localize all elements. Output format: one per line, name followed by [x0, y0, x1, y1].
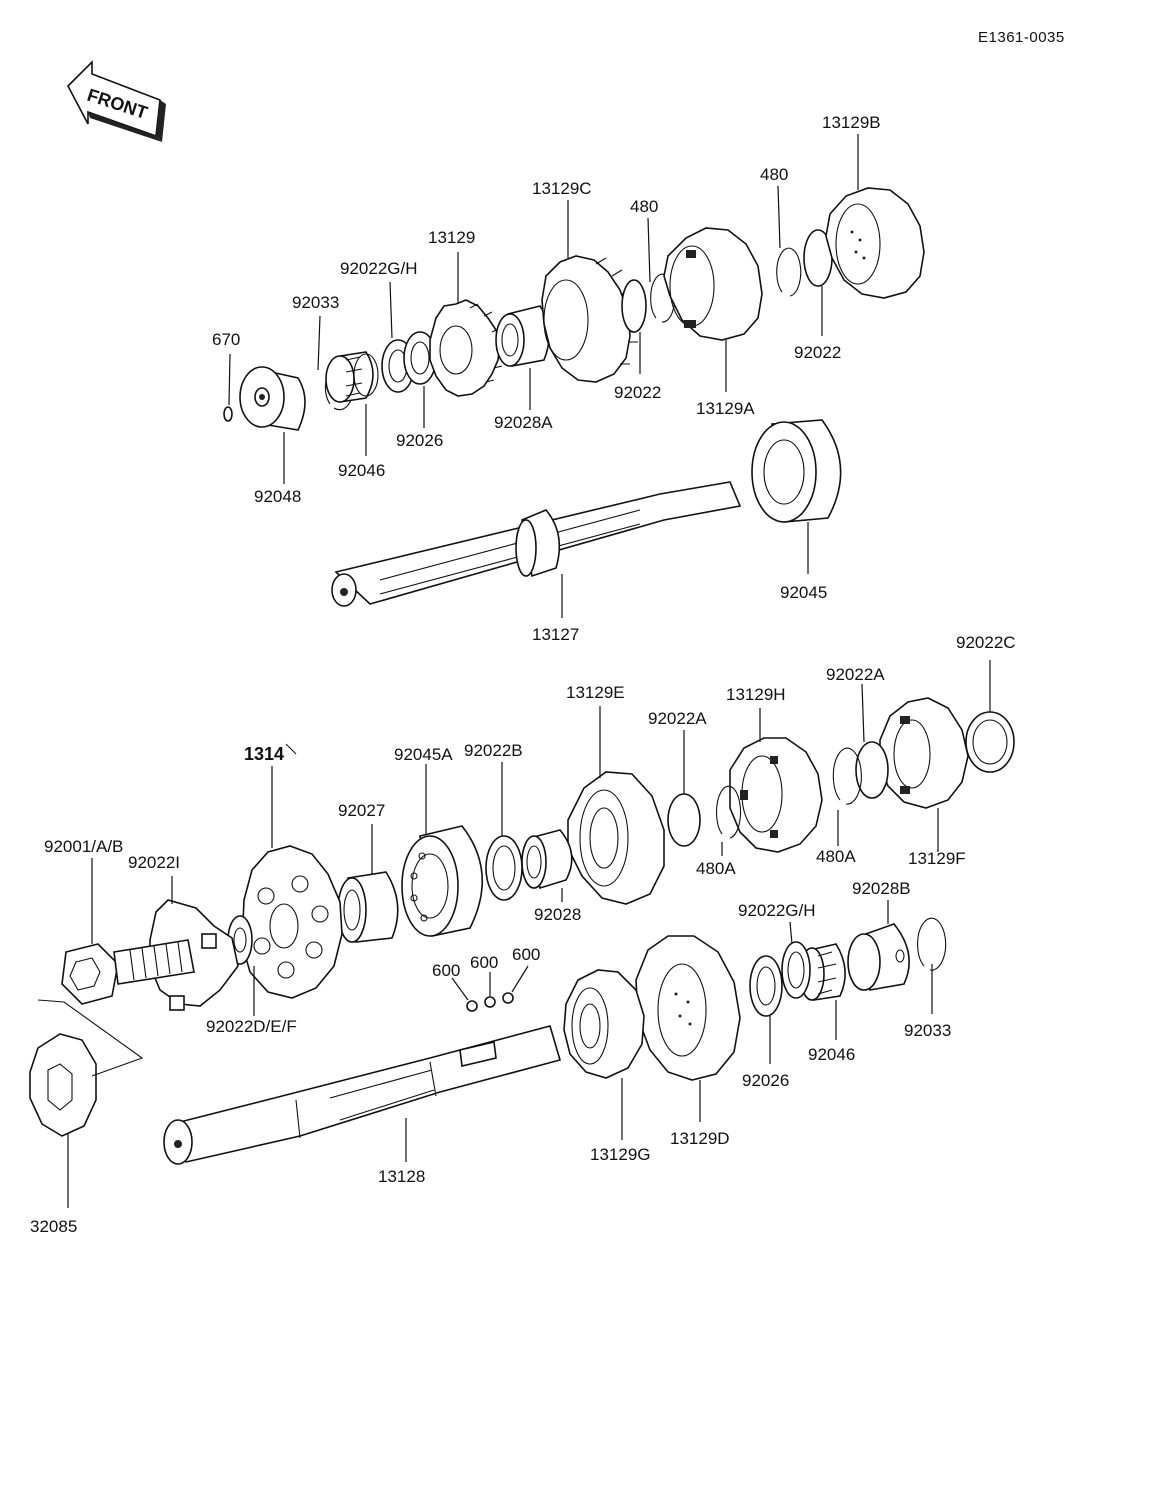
part-480a-circlip-a [715, 785, 742, 839]
label-13129f: 13129F [908, 849, 966, 868]
part-13129d-gear [635, 935, 741, 1081]
label-92045: 92045 [780, 583, 827, 602]
label-92022gh-top: 92022G/H [340, 259, 418, 278]
label-13129c: 13129C [532, 179, 592, 198]
label-92022def: 92022D/E/F [206, 1017, 297, 1036]
part-13129e-gear [567, 771, 665, 905]
part-92022b-washer [485, 835, 523, 901]
part-480a-circlip-b [832, 747, 862, 805]
label-13129a: 13129A [696, 399, 755, 418]
part-92045-ball-bearing [751, 419, 842, 523]
label-13129: 13129 [428, 228, 475, 247]
part-600-ball-c [502, 992, 514, 1004]
label-92022gh-bottom: 92022G/H [738, 901, 816, 920]
label-480-top-a: 480 [630, 197, 658, 216]
part-13129h-gear [729, 737, 823, 853]
label-92022b: 92022B [464, 741, 523, 760]
part-1314-sprocket [241, 845, 343, 999]
label-92045a: 92045A [394, 745, 453, 764]
label-92022i: 92022I [128, 853, 180, 872]
label-92027: 92027 [338, 801, 385, 820]
part-92022a-washer-b [855, 741, 889, 799]
label-480a-a: 480A [696, 859, 736, 878]
part-92045a-roller-bearing [401, 825, 484, 937]
label-92048: 92048 [254, 487, 301, 506]
label-92022-top-a: 92022 [614, 383, 661, 402]
part-92026-washer-bottom [749, 955, 783, 1017]
label-92022-top-b: 92022 [794, 343, 841, 362]
part-92022i-lock-plate [149, 899, 239, 1011]
label-600-b: 600 [470, 953, 498, 972]
part-92027-collar [337, 871, 399, 943]
label-92022a-b: 92022A [826, 665, 885, 684]
front-arrow-icon: FRONT [67, 60, 166, 142]
part-92048-cap [239, 366, 306, 431]
label-480-top-b: 480 [760, 165, 788, 184]
part-13128-output-shaft [163, 1025, 561, 1165]
part-92022a-washer-a [667, 793, 701, 847]
label-92046-bottom: 92046 [808, 1045, 855, 1064]
label-92028: 92028 [534, 905, 581, 924]
part-92028a-bush [495, 305, 550, 367]
label-13129g: 13129G [590, 1145, 651, 1164]
part-480-circlip-top-b [776, 247, 802, 297]
part-92001-bolt [61, 939, 195, 1005]
part-670-oring [223, 406, 233, 422]
label-32085: 32085 [30, 1217, 77, 1236]
label-600-c: 600 [512, 945, 540, 964]
part-32085-cover [29, 1033, 97, 1137]
label-13129d: 13129D [670, 1129, 730, 1148]
label-92026-bottom: 92026 [742, 1071, 789, 1090]
part-13129f-gear [879, 697, 969, 809]
part-13129-gear [429, 299, 505, 397]
label-92046-top: 92046 [338, 461, 385, 480]
part-13129g-gear [563, 969, 645, 1079]
part-92022gh-washer-bottom [781, 941, 811, 999]
label-13127: 13127 [532, 625, 579, 644]
label-92033-bottom: 92033 [904, 1021, 951, 1040]
label-92001ab: 92001/A/B [44, 837, 123, 856]
part-600-ball-b [484, 996, 496, 1008]
label-13129e: 13129E [566, 683, 625, 702]
part-13127-input-shaft [331, 481, 742, 607]
part-92028-bush [521, 829, 573, 890]
part-13129c-gear [541, 255, 639, 383]
label-1314: 1314 [244, 744, 284, 764]
part-13129a-gear [663, 227, 763, 341]
label-13129h: 13129H [726, 685, 786, 704]
part-92028b-bush [847, 923, 910, 991]
label-92028b: 92028B [852, 879, 911, 898]
label-480a-b: 480A [816, 847, 856, 866]
label-92022a-a: 92022A [648, 709, 707, 728]
part-92033-circlip-bottom [917, 917, 947, 971]
label-13128: 13128 [378, 1167, 425, 1186]
part-600-ball-a [466, 1000, 478, 1012]
label-92028a: 92028A [494, 413, 553, 432]
label-92022c: 92022C [956, 633, 1016, 652]
label-92026-top: 92026 [396, 431, 443, 450]
label-670: 670 [212, 330, 240, 349]
part-13129b-gear [825, 187, 925, 299]
label-600-a: 600 [432, 961, 460, 980]
label-13129b: 13129B [822, 113, 881, 132]
part-92022-washer-top-a [621, 279, 647, 333]
label-92033-top: 92033 [292, 293, 339, 312]
drawing-code: E1361-0035 [978, 29, 1065, 46]
part-92046-needle-bearing-top [325, 351, 379, 403]
